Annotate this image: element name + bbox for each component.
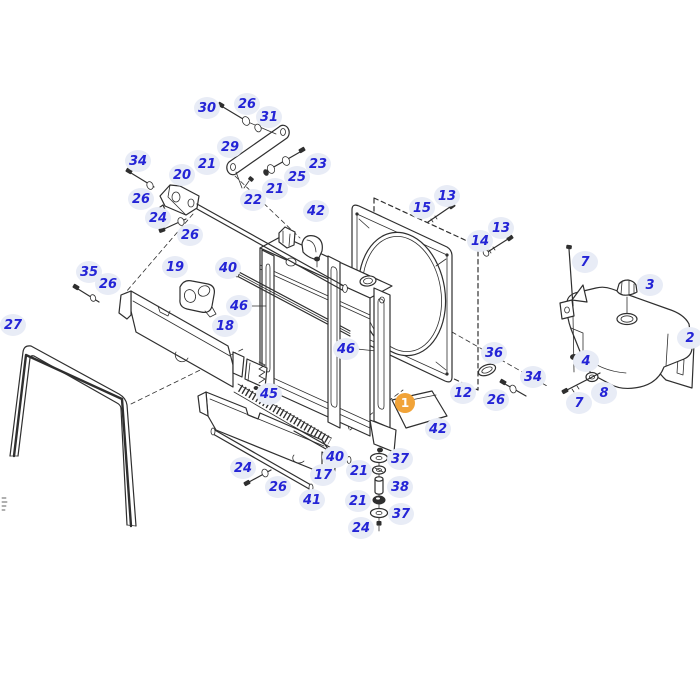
- callout-31[interactable]: 31: [256, 106, 282, 128]
- callout-26[interactable]: 26: [177, 224, 203, 246]
- callout-26[interactable]: 26: [483, 389, 509, 411]
- callout-14[interactable]: 14: [467, 230, 493, 252]
- part-7-bolt-upper: [566, 244, 574, 307]
- callout-21[interactable]: 21: [194, 153, 220, 175]
- callout-13[interactable]: 13: [488, 217, 514, 239]
- callout-21[interactable]: 21: [262, 178, 288, 200]
- callout-40[interactable]: 40: [322, 446, 348, 468]
- callout-17[interactable]: 17: [310, 464, 336, 486]
- callout-7[interactable]: 7: [572, 251, 598, 273]
- callout-34[interactable]: 34: [125, 150, 151, 172]
- part-29-link-bar: [226, 124, 290, 176]
- callout-29[interactable]: 29: [217, 136, 243, 158]
- callout-24[interactable]: 24: [230, 457, 256, 479]
- callout-3[interactable]: 3: [637, 274, 663, 296]
- callout-19[interactable]: 19: [162, 256, 188, 278]
- part-18-lower-shroud-panel: [118, 290, 245, 388]
- callout-2[interactable]: 2: [677, 327, 700, 349]
- part-23-bolt: [263, 146, 306, 176]
- callout-4[interactable]: 4: [573, 350, 599, 372]
- callout-30[interactable]: 30: [194, 97, 220, 119]
- callout-1-selected[interactable]: 1: [395, 393, 415, 413]
- fastener-stack: [369, 451, 389, 532]
- part-27-weatherstrip: [9, 345, 137, 528]
- part-19-grommet-plate: [179, 280, 217, 318]
- part-46-center-strap: [327, 255, 377, 429]
- callout-23[interactable]: 23: [305, 153, 331, 175]
- callout-18[interactable]: 18: [212, 315, 238, 337]
- callout-36[interactable]: 36: [481, 342, 507, 364]
- callout-21[interactable]: 21: [345, 490, 371, 512]
- callout-37[interactable]: 37: [387, 448, 413, 470]
- part-22-pin: [235, 171, 254, 189]
- callout-13[interactable]: 13: [434, 185, 460, 207]
- callout-46[interactable]: 46: [333, 338, 359, 360]
- part-3-filler-cap: [616, 279, 638, 326]
- callout-27[interactable]: 27: [0, 314, 26, 336]
- callout-42[interactable]: 42: [303, 200, 329, 222]
- callout-42[interactable]: 42: [425, 418, 451, 440]
- edge-print-mark: [1, 497, 8, 511]
- callout-26[interactable]: 26: [128, 188, 154, 210]
- callout-12[interactable]: 12: [450, 382, 476, 404]
- callout-45[interactable]: 45: [256, 383, 282, 405]
- callout-41[interactable]: 41: [299, 489, 325, 511]
- callout-46[interactable]: 46: [226, 295, 252, 317]
- callout-34[interactable]: 34: [520, 366, 546, 388]
- callout-40[interactable]: 40: [215, 257, 241, 279]
- callout-24[interactable]: 24: [348, 517, 374, 539]
- stay-rod: [196, 203, 348, 293]
- part-36-gasket: [477, 363, 497, 377]
- part-42-bracket-top: [278, 226, 323, 268]
- callout-38[interactable]: 38: [387, 476, 413, 498]
- part-34-bolt-top-left: [125, 167, 155, 190]
- callout-26[interactable]: 26: [265, 476, 291, 498]
- callout-15[interactable]: 15: [409, 197, 435, 219]
- callout-8[interactable]: 8: [591, 382, 617, 404]
- callout-24[interactable]: 24: [145, 207, 171, 229]
- part-26-washer-top: [241, 116, 262, 133]
- callout-22[interactable]: 22: [240, 189, 266, 211]
- callout-35[interactable]: 35: [76, 261, 102, 283]
- callout-26[interactable]: 26: [234, 93, 260, 115]
- callout-7[interactable]: 7: [566, 392, 592, 414]
- callout-21[interactable]: 21: [346, 460, 372, 482]
- callout-26[interactable]: 26: [95, 273, 121, 295]
- callout-37[interactable]: 37: [388, 503, 414, 525]
- callout-20[interactable]: 20: [169, 164, 195, 186]
- part-24-bolt-bottom-left: [243, 468, 272, 487]
- part-7-bolt-lower: [561, 372, 601, 395]
- part-35-bolt: [72, 283, 100, 303]
- callout-25[interactable]: 25: [284, 166, 310, 188]
- part-34-bolt-tank: [499, 378, 527, 397]
